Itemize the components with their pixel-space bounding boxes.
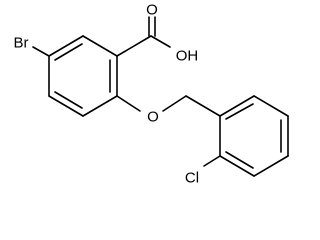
bond-b1-b2	[219, 95, 255, 117]
atom-br: Br	[14, 35, 29, 52]
atom-cl: Cl	[185, 170, 199, 187]
bond-a1-a2	[82, 35, 118, 57]
bond-b5-b6-inner	[225, 151, 254, 169]
bond-b5-b6	[219, 155, 255, 177]
atom-oh: OH	[176, 48, 199, 65]
bond-o-ch2	[162, 95, 187, 112]
bond-a4-a5	[48, 95, 84, 117]
bond-c-o-ether	[116, 95, 141, 112]
atom-o-carbonyl: O	[146, 2, 158, 19]
chlorophenyl-ring	[219, 95, 289, 177]
bond-c-oh	[150, 35, 171, 48]
bond-ch2-ring	[185, 95, 221, 117]
bond-c-br	[32, 46, 50, 57]
bond-b2-b3	[253, 95, 289, 117]
bond-b4-b5	[253, 155, 289, 177]
bromobenzoic-ring	[48, 35, 118, 117]
bond-c-cl	[203, 155, 221, 167]
bond-a6-a1-inner	[54, 43, 83, 61]
bond-c-cooh	[116, 35, 152, 57]
bond-a6-a1	[48, 35, 84, 57]
bond-a3-a4	[82, 95, 118, 117]
structure-canvas: Br O OH O Cl	[14, 2, 289, 187]
bond-a4-a5-inner	[54, 91, 83, 109]
bond-b1-b2-inner	[225, 103, 254, 120]
chemical-structure-diagram: Br O OH O Cl	[14, 2, 289, 187]
atom-o-ether: O	[147, 109, 159, 126]
